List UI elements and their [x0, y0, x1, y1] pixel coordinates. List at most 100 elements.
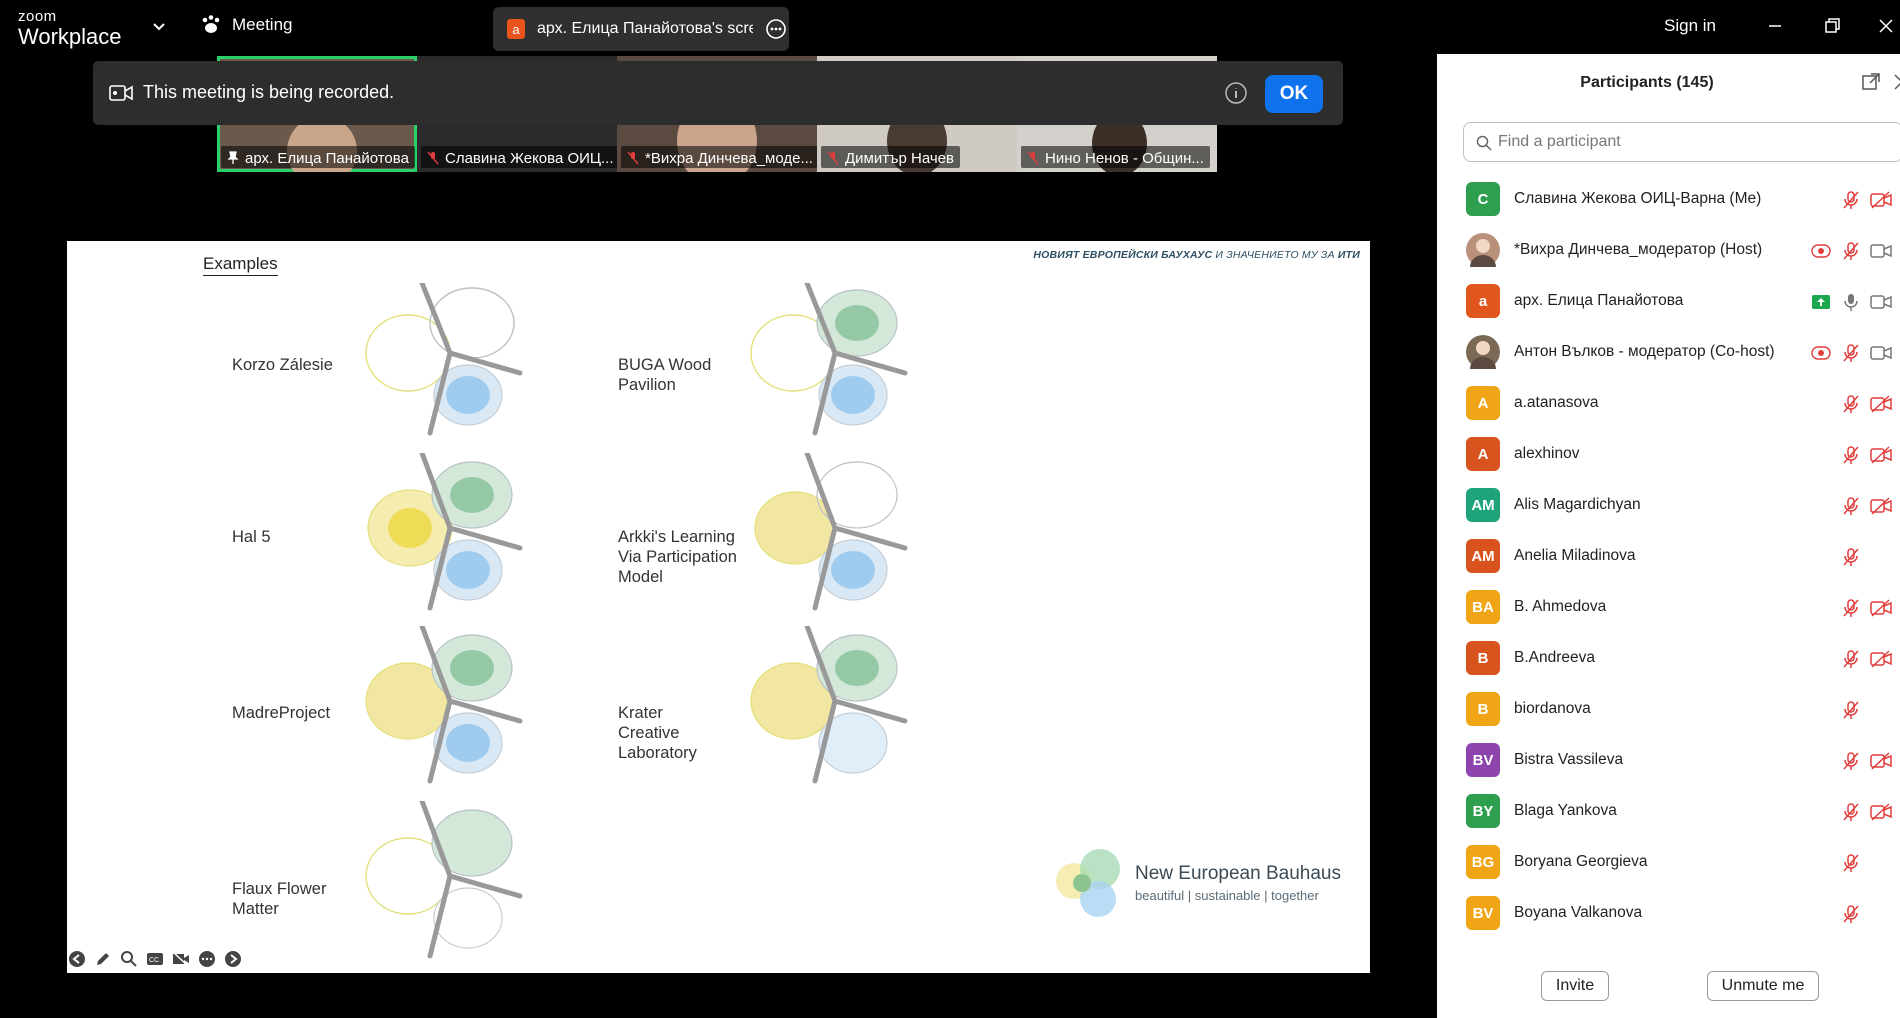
muted-mic-icon[interactable]: [1840, 750, 1862, 772]
restore-icon[interactable]: [1820, 14, 1844, 38]
status-spacer: [1870, 852, 1892, 874]
muted-mic-icon[interactable]: [1840, 444, 1862, 466]
avatar: BV: [1466, 743, 1500, 777]
captions-icon[interactable]: CC: [145, 949, 165, 969]
recording-banner: This meeting is being recorded. OK: [93, 61, 1343, 125]
close-window-icon[interactable]: [1874, 14, 1898, 38]
zoom-logo[interactable]: zoom Workplace: [18, 9, 122, 50]
svg-text:CC: CC: [149, 957, 159, 964]
participant-name: арх. Елица Панайотова: [1514, 292, 1684, 309]
more-icon[interactable]: [197, 949, 217, 969]
more-options-icon[interactable]: [765, 18, 787, 40]
forward-arrow-icon[interactable]: [223, 949, 243, 969]
video-off-icon[interactable]: [171, 949, 191, 969]
zoom-icon[interactable]: [119, 949, 139, 969]
example-label: Hal 5: [232, 528, 271, 546]
muted-mic-icon[interactable]: [1840, 189, 1862, 211]
muted-mic-icon[interactable]: [1840, 342, 1862, 364]
invite-button[interactable]: Invite: [1541, 971, 1609, 1001]
meeting-menu-button[interactable]: Meeting: [200, 14, 292, 36]
example-label: Flaux Flower Matter: [232, 880, 327, 918]
screen-share-indicator[interactable]: a арх. Елица Панайотова's screen: [493, 7, 789, 51]
info-icon[interactable]: [1224, 81, 1248, 105]
video-icon[interactable]: [1870, 240, 1892, 262]
video-off-icon[interactable]: [1870, 189, 1892, 211]
pop-out-icon[interactable]: [1861, 72, 1881, 92]
participant-search[interactable]: [1463, 122, 1900, 162]
venn-diagram: [365, 626, 523, 784]
participant-status-icons: [1840, 495, 1892, 517]
video-off-icon[interactable]: [1870, 495, 1892, 517]
logo-small-text: zoom: [18, 8, 57, 25]
video-off-icon[interactable]: [1870, 444, 1892, 466]
profile-photo-icon: [1470, 341, 1496, 369]
venn-diagram: [367, 453, 523, 611]
unmute-me-button[interactable]: Unmute me: [1707, 971, 1819, 1001]
participant-status-icons: [1840, 393, 1892, 415]
muted-mic-icon[interactable]: [1840, 495, 1862, 517]
profile-photo-icon: [1470, 239, 1496, 267]
back-arrow-icon[interactable]: [67, 949, 87, 969]
video-icon[interactable]: [1870, 342, 1892, 364]
sign-in-button[interactable]: Sign in: [1664, 16, 1716, 35]
muted-mic-icon[interactable]: [1840, 240, 1862, 262]
muted-mic-icon[interactable]: [1840, 597, 1862, 619]
avatar: BY: [1466, 794, 1500, 828]
bauhaus-logo-mark: [1056, 849, 1120, 917]
muted-mic-icon[interactable]: [1840, 699, 1862, 721]
video-off-icon[interactable]: [1870, 750, 1892, 772]
participant-row[interactable]: Антон Вълков - модератор (Co-host): [1437, 327, 1900, 378]
slide-section-title: Examples: [203, 254, 278, 276]
muted-mic-icon[interactable]: [1840, 546, 1862, 568]
minimize-icon[interactable]: [1763, 14, 1787, 38]
muted-mic-icon[interactable]: [1840, 903, 1862, 925]
mic-icon[interactable]: [1840, 291, 1862, 313]
video-off-icon[interactable]: [1870, 393, 1892, 415]
video-icon[interactable]: [1870, 291, 1892, 313]
participant-row[interactable]: *Вихра Динчева_модератор (Host): [1437, 225, 1900, 276]
participant-name: Bistra Vassileva: [1514, 751, 1624, 768]
video-off-icon[interactable]: [1870, 801, 1892, 823]
venn-diagram: [754, 453, 908, 611]
participant-row[interactable]: BV Bistra Vassileva: [1437, 735, 1900, 786]
status-spacer: [1870, 699, 1892, 721]
muted-mic-icon[interactable]: [1840, 852, 1862, 874]
ok-button[interactable]: OK: [1265, 75, 1323, 113]
avatar: AM: [1466, 488, 1500, 522]
video-off-icon[interactable]: [1870, 597, 1892, 619]
muted-mic-icon[interactable]: [1840, 393, 1862, 415]
tile-name-label: Нино Ненов - Общин...: [1021, 146, 1210, 168]
brand-tagline: beautiful | sustainable | together: [1135, 888, 1319, 903]
venn-diagram: [365, 801, 523, 959]
search-input[interactable]: [1498, 123, 1888, 161]
pen-icon[interactable]: [93, 949, 113, 969]
brand-title: New European Bauhaus: [1135, 863, 1341, 884]
video-off-icon[interactable]: [1870, 648, 1892, 670]
chevron-down-icon[interactable]: [150, 17, 168, 35]
participant-name: *Вихра Динчева_модератор (Host): [1514, 241, 1763, 258]
participants-title: Participants (145): [1580, 74, 1714, 91]
muted-mic-icon: [627, 151, 639, 165]
example-label: Korzo Zálesie: [232, 356, 333, 374]
muted-mic-icon[interactable]: [1840, 801, 1862, 823]
close-panel-icon[interactable]: [1892, 72, 1900, 92]
participant-status-icons: [1840, 189, 1892, 211]
muted-mic-icon[interactable]: [1840, 648, 1862, 670]
tile-name-label: Славина Жекова ОИЦ...: [421, 146, 617, 168]
avatar: B: [1466, 641, 1500, 675]
participant-name: Славина Жекова ОИЦ-Варна (Me): [1514, 190, 1762, 207]
